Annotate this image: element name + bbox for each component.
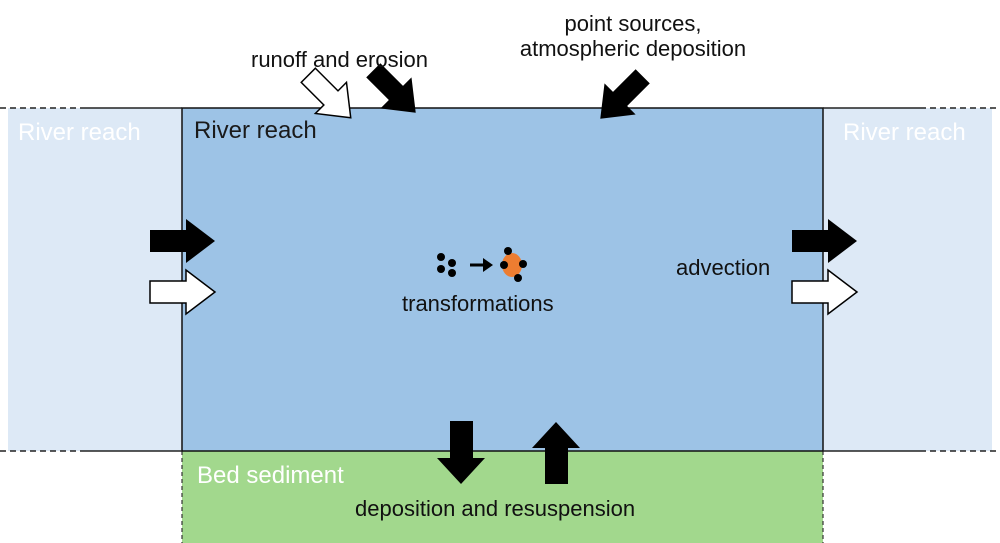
main-river-reach-box [181, 107, 824, 452]
point-sources-label: point sources, atmospheric deposition [500, 11, 766, 62]
particle-dot [448, 269, 456, 277]
runoff-hollow-arrow [300, 67, 352, 119]
point-source-arrow [600, 69, 650, 119]
advection-label: advection [676, 255, 771, 280]
particle-dot [437, 265, 445, 273]
runoff-solid-arrow [366, 63, 416, 113]
runoff-label: runoff and erosion [251, 47, 428, 72]
transformations-label: transformations [402, 291, 554, 316]
left-river-reach-box [8, 108, 182, 451]
main-reach-label: River reach [194, 117, 317, 144]
transformation-icon [437, 247, 527, 282]
particle-dot [514, 274, 522, 282]
inflow-hollow-arrow [149, 268, 217, 316]
right-river-reach-box [823, 108, 992, 451]
particle-dot [504, 247, 512, 255]
point-sources-line2: atmospheric deposition [519, 36, 747, 62]
advection-hollow-arrow [791, 268, 859, 316]
bed-sediment-label: Bed sediment [197, 462, 344, 489]
aggregate-particle [502, 253, 522, 277]
right-reach-label: River reach [843, 119, 966, 146]
bed-sediment-box [182, 451, 823, 543]
deposition-resuspension-label: deposition and resuspension [355, 496, 636, 521]
transformation-arrow-head [483, 258, 493, 272]
particle-dot [500, 261, 508, 269]
deposition-down-arrow [437, 421, 485, 484]
particle-dot [448, 259, 456, 267]
particle-dot [519, 260, 527, 268]
resuspension-up-arrow [532, 422, 580, 484]
inflow-solid-arrow [150, 219, 215, 263]
particle-dot [437, 253, 445, 261]
advection-solid-arrow [792, 219, 857, 263]
left-reach-label: River reach [18, 119, 141, 146]
point-sources-line1: point sources, [564, 11, 702, 36]
